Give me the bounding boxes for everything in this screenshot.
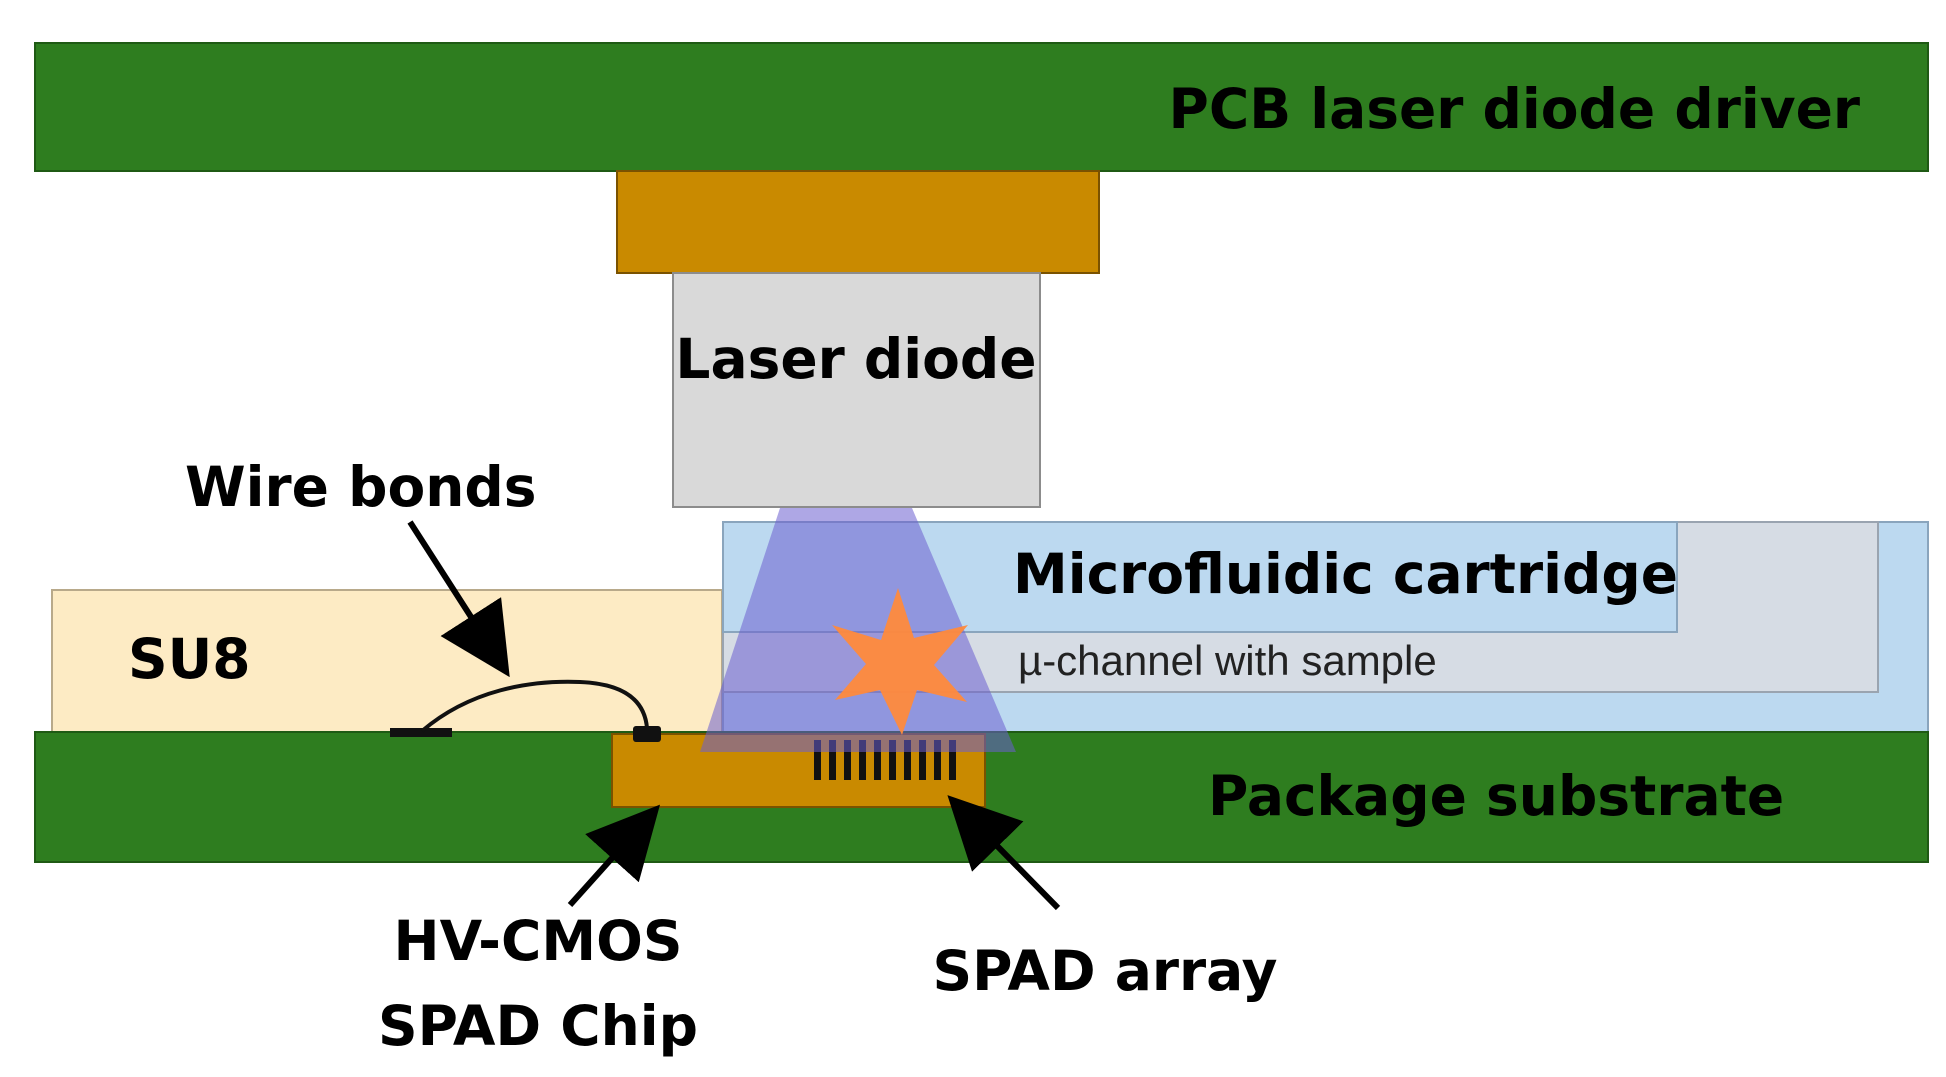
su8-label: SU8: [128, 627, 251, 691]
wire-bond-pad-left: [390, 728, 452, 737]
laser-diode: [672, 272, 1041, 508]
channel-label: µ-channel with sample: [1018, 637, 1437, 684]
laser-mount-copper: [616, 170, 1100, 274]
wire-bond: [420, 679, 649, 733]
wire-bonds-arrow: [407, 520, 510, 678]
laser-diode-label: Laser diode: [675, 327, 1036, 391]
pcb-label: PCB laser diode driver: [1169, 77, 1860, 141]
fluorescence-star-icon: [832, 588, 968, 735]
chip-label-line1: HV-CMOS: [394, 909, 683, 973]
pcb-laser-driver-board: [34, 42, 1929, 172]
cartridge-label: Microfluidic cartridge: [1013, 542, 1678, 606]
spad-array: [814, 740, 956, 780]
chip-label-line2: SPAD Chip: [378, 994, 698, 1058]
wire-bond-pad-chip: [633, 726, 661, 742]
chip-arrow: [567, 804, 661, 908]
spad-array-label: SPAD array: [933, 939, 1278, 1003]
su8-layer: [51, 589, 723, 733]
substrate-label: Package substrate: [1208, 764, 1784, 828]
wire-bonds-label: Wire bonds: [185, 455, 537, 519]
spad-array-arrow: [947, 795, 1061, 911]
